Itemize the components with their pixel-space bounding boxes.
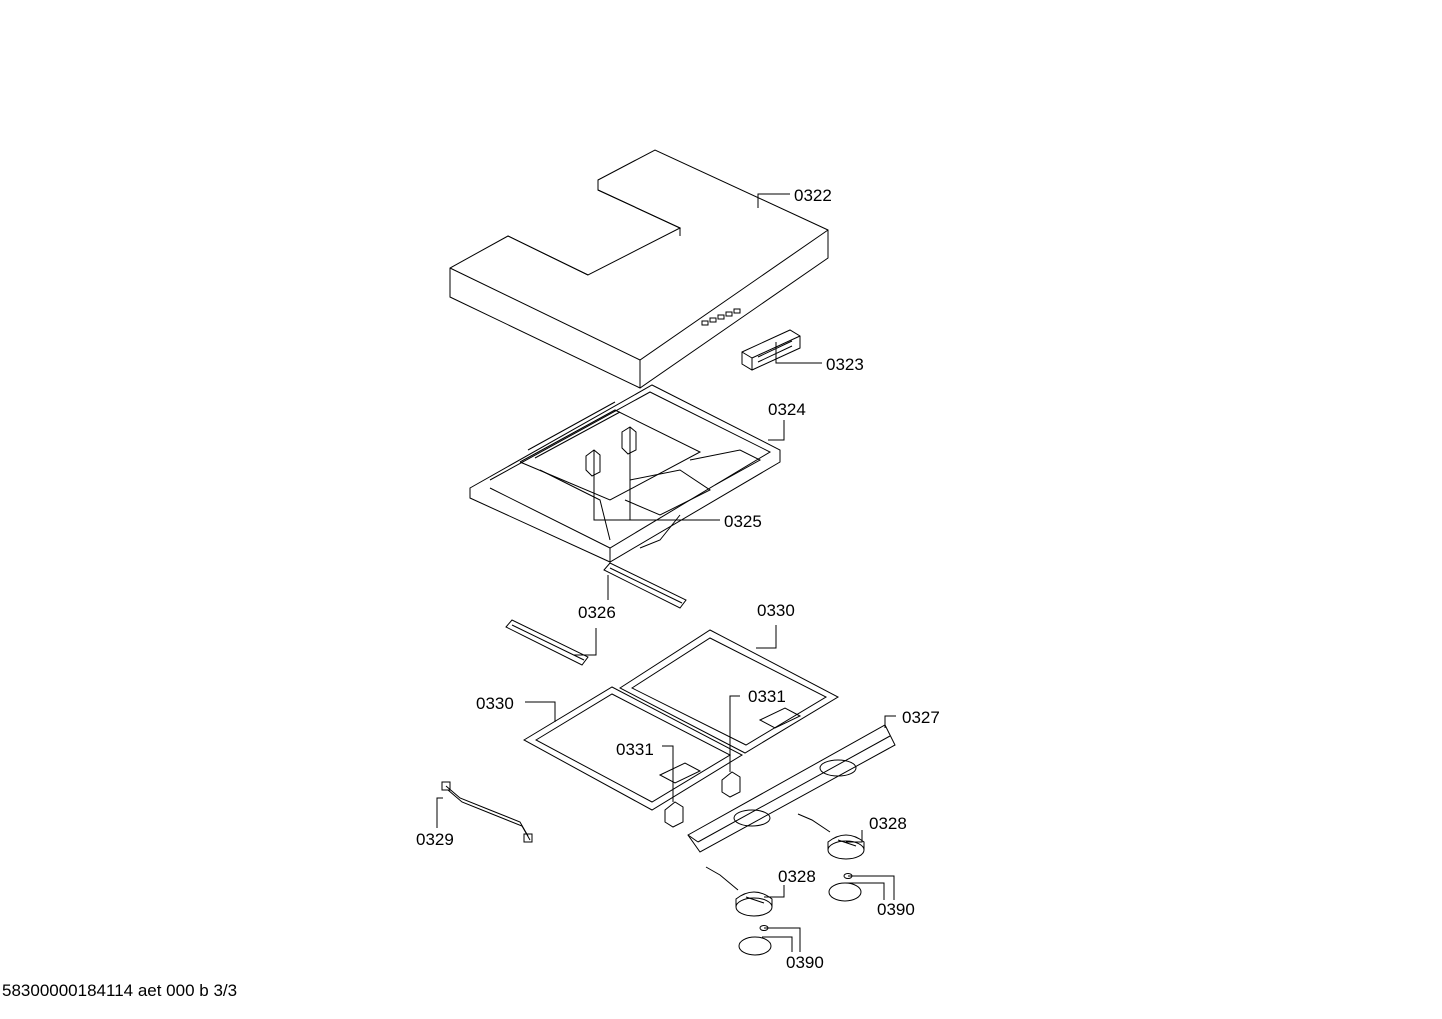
part-0329-cable [441, 781, 533, 843]
part-labels: 0322 0323 0324 0325 0326 0330 0330 0331 … [416, 186, 940, 972]
label-0323: 0323 [826, 355, 864, 374]
label-0322: 0322 [794, 186, 832, 205]
part-0328-knob-right [797, 813, 865, 860]
part-0326-rails [505, 562, 687, 666]
label-0330-top: 0330 [757, 601, 795, 620]
control-buttons-row [701, 308, 741, 326]
label-0329: 0329 [416, 830, 454, 849]
part-0330-filter-right [619, 629, 840, 754]
label-0324: 0324 [768, 400, 806, 419]
part-0323-control-module [741, 329, 801, 371]
part-0327-front-panel [687, 724, 896, 853]
leader-lines [436, 193, 896, 952]
label-0390-right: 0390 [877, 900, 915, 919]
part-0324-housing [469, 384, 781, 563]
part-0390-ring-left [738, 925, 772, 956]
label-0328-right: 0328 [869, 814, 907, 833]
label-0390-left: 0390 [786, 953, 824, 972]
part-0325-clips [585, 426, 637, 477]
label-0325: 0325 [724, 512, 762, 531]
label-0331-right: 0331 [748, 687, 786, 706]
part-0328-knob-left [705, 866, 773, 917]
label-0330-left: 0330 [476, 694, 514, 713]
document-id: 58300000184114 aet 000 b 3/3 [2, 981, 238, 1000]
label-0327: 0327 [902, 708, 940, 727]
part-0331-handles [664, 771, 741, 828]
part-0390-ring-right [828, 873, 862, 902]
part-0322-top-cover [449, 149, 829, 389]
label-0328-left: 0328 [778, 867, 816, 886]
label-0326: 0326 [578, 603, 616, 622]
label-0331-left: 0331 [616, 740, 654, 759]
